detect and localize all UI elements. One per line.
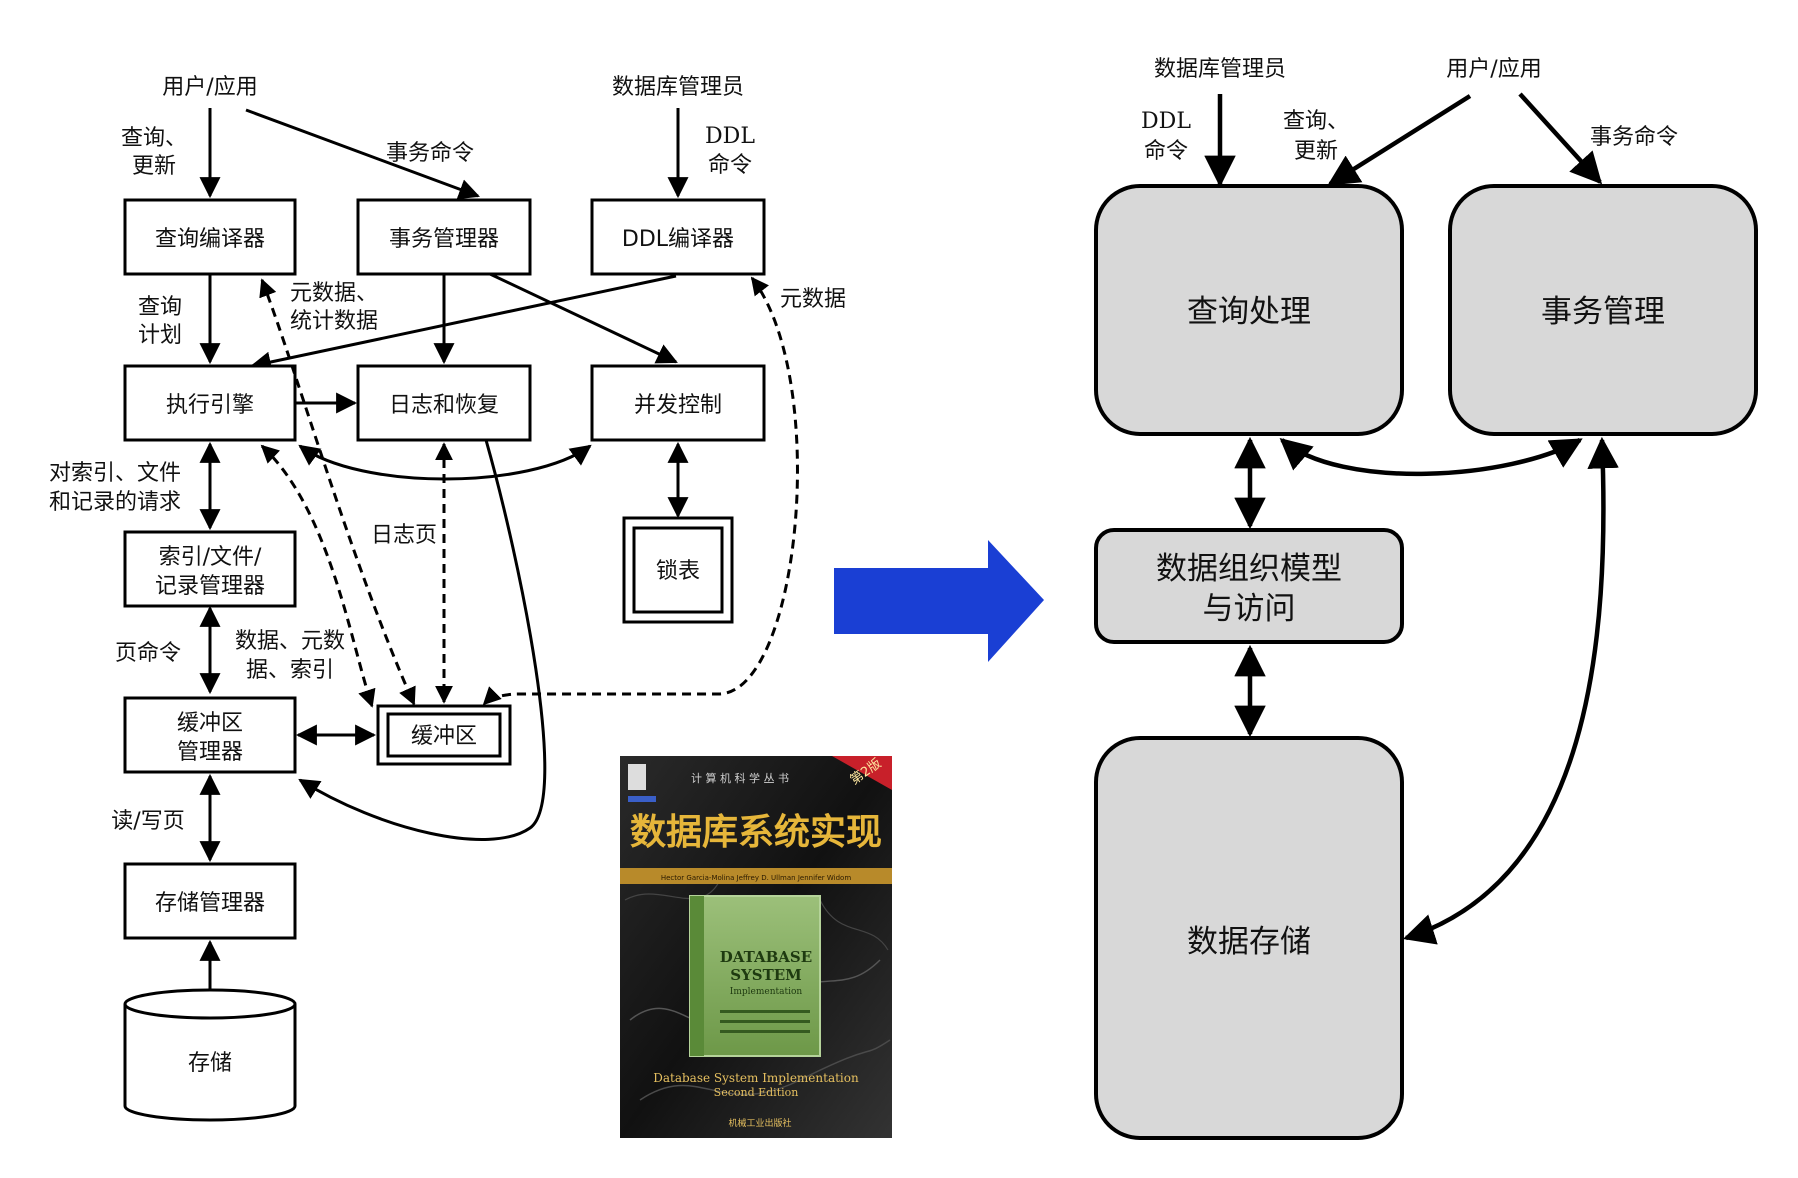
right-architecture: 数据库管理员 用户/应用 DDL 命令 查询、 更新 事务命令 查询处理 事务管… — [1094, 57, 1758, 1140]
query-processing-box — [1094, 184, 1404, 436]
data-organization-box — [1094, 528, 1404, 644]
buffer-manager-label-2: 管理器 — [177, 740, 243, 765]
data-meta-label-2: 据、索引 — [246, 658, 334, 683]
txn-manager-box — [356, 198, 532, 276]
left-dba-label: 数据库管理员 — [612, 75, 744, 100]
right-user-app-label: 用户/应用 — [1446, 57, 1541, 82]
left-user-app-label: 用户/应用 — [162, 75, 257, 100]
buffer-manager-box — [123, 696, 297, 774]
ddl-compiler-label: DDL编译器 — [622, 227, 734, 252]
read-write-label: 读/写页 — [111, 809, 184, 834]
ddl-compiler-box — [590, 198, 766, 276]
storage-cylinder — [123, 988, 297, 1122]
query-compiler-box — [123, 198, 297, 276]
query-processing-label: 查询处理 — [1187, 294, 1311, 330]
dashed-ddl-buffers — [482, 276, 799, 706]
storage-manager-label: 存储管理器 — [155, 891, 265, 916]
right-dba-label: 数据库管理员 — [1154, 57, 1286, 82]
book-authors: Hector Garcia-Molina Jeffrey D. Ullman J… — [661, 874, 851, 882]
query-plan-label-1: 查询 — [138, 295, 182, 320]
txn-management-box — [1448, 184, 1758, 436]
right-ddl-label-2: 命令 — [1144, 139, 1188, 164]
log-pages-label: 日志页 — [371, 523, 437, 548]
buffers-inner — [386, 712, 502, 758]
data-organization-label-2: 与访问 — [1203, 591, 1296, 627]
requests-label-2: 和记录的请求 — [49, 490, 181, 515]
book-author-band — [620, 868, 892, 884]
book-cover: 第2版 计 算 机 科 学 丛 书 数据库系统实现 Hector Garcia-… — [620, 756, 892, 1138]
query-compiler-label: 查询编译器 — [155, 227, 265, 252]
arrow-log-to-buffermgr — [298, 439, 547, 841]
buffers-label: 缓冲区 — [411, 724, 477, 749]
query-plan-label-2: 计划 — [138, 323, 182, 348]
book-series: 计 算 机 科 学 丛 书 — [691, 771, 789, 785]
buffer-manager-label-1: 缓冲区 — [177, 711, 243, 736]
txn-manager-label: 事务管理器 — [389, 227, 499, 252]
index-file-label-2: 记录管理器 — [155, 574, 265, 599]
book-publisher: 机械工业出版社 — [728, 1117, 791, 1129]
arrow-txn-to-concurrency — [489, 272, 678, 364]
right-txn-command-label: 事务命令 — [1590, 125, 1678, 150]
book-cover-sub: Implementation — [730, 987, 803, 997]
metadata-label: 元数据 — [780, 287, 846, 312]
arrow-user-to-txn-manager — [245, 108, 480, 200]
data-storage-label: 数据存储 — [1187, 924, 1311, 960]
transform-arrow — [834, 540, 1044, 662]
left-architecture: 用户/应用 数据库管理员 查询、 更新 事务命令 DDL 命令 查询编译器 事务… — [49, 75, 846, 1122]
left-query-update-label-1: 查询、 — [121, 126, 187, 151]
right-arrow-query-txn — [1279, 437, 1583, 477]
meta-stats-label-1: 元数据、 — [290, 281, 378, 306]
left-ddl-label-1: DDL — [705, 124, 755, 149]
right-arrow-txn-storage — [1402, 436, 1619, 945]
book-cover-title-1: DATABASE — [720, 948, 812, 966]
right-arrow-user-txn — [1518, 92, 1603, 185]
meta-stats-label-2: 统计数据 — [290, 309, 378, 334]
concurrency-label: 并发控制 — [634, 393, 722, 418]
storage-label: 存储 — [188, 1051, 232, 1076]
left-txn-command-label: 事务命令 — [386, 141, 474, 166]
left-query-update-label-2: 更新 — [132, 154, 176, 179]
right-query-update-label-1: 查询、 — [1283, 109, 1349, 134]
left-ddl-label-2: 命令 — [708, 153, 752, 178]
book-cover-title-2: SYSTEM — [730, 966, 802, 984]
right-arrow-user-query — [1327, 94, 1472, 186]
data-storage-box — [1094, 736, 1404, 1140]
book-logo — [628, 764, 646, 790]
log-recovery-label: 日志和恢复 — [389, 393, 499, 418]
dashed-exec-buffers — [260, 444, 376, 708]
storage-manager-box — [123, 862, 297, 940]
data-organization-label-1: 数据组织模型 — [1156, 551, 1342, 587]
exec-engine-label: 执行引擎 — [166, 393, 254, 418]
data-meta-label-1: 数据、元数 — [235, 629, 345, 654]
right-ddl-label-1: DDL — [1141, 109, 1191, 134]
book-title-cn: 数据库系统实现 — [630, 811, 882, 853]
page-cmd-label: 页命令 — [115, 641, 181, 666]
book-edition-en: Second Edition — [714, 1086, 799, 1099]
txn-management-label: 事务管理 — [1541, 294, 1665, 330]
index-file-label-1: 索引/文件/ — [159, 545, 262, 570]
book-title-en: Database System Implementation — [653, 1071, 859, 1085]
lock-table-label: 锁表 — [656, 559, 700, 584]
requests-label-1: 对索引、文件 — [49, 461, 181, 486]
dashed-compiler-buffers — [259, 278, 416, 706]
right-query-update-label-2: 更新 — [1294, 139, 1338, 164]
